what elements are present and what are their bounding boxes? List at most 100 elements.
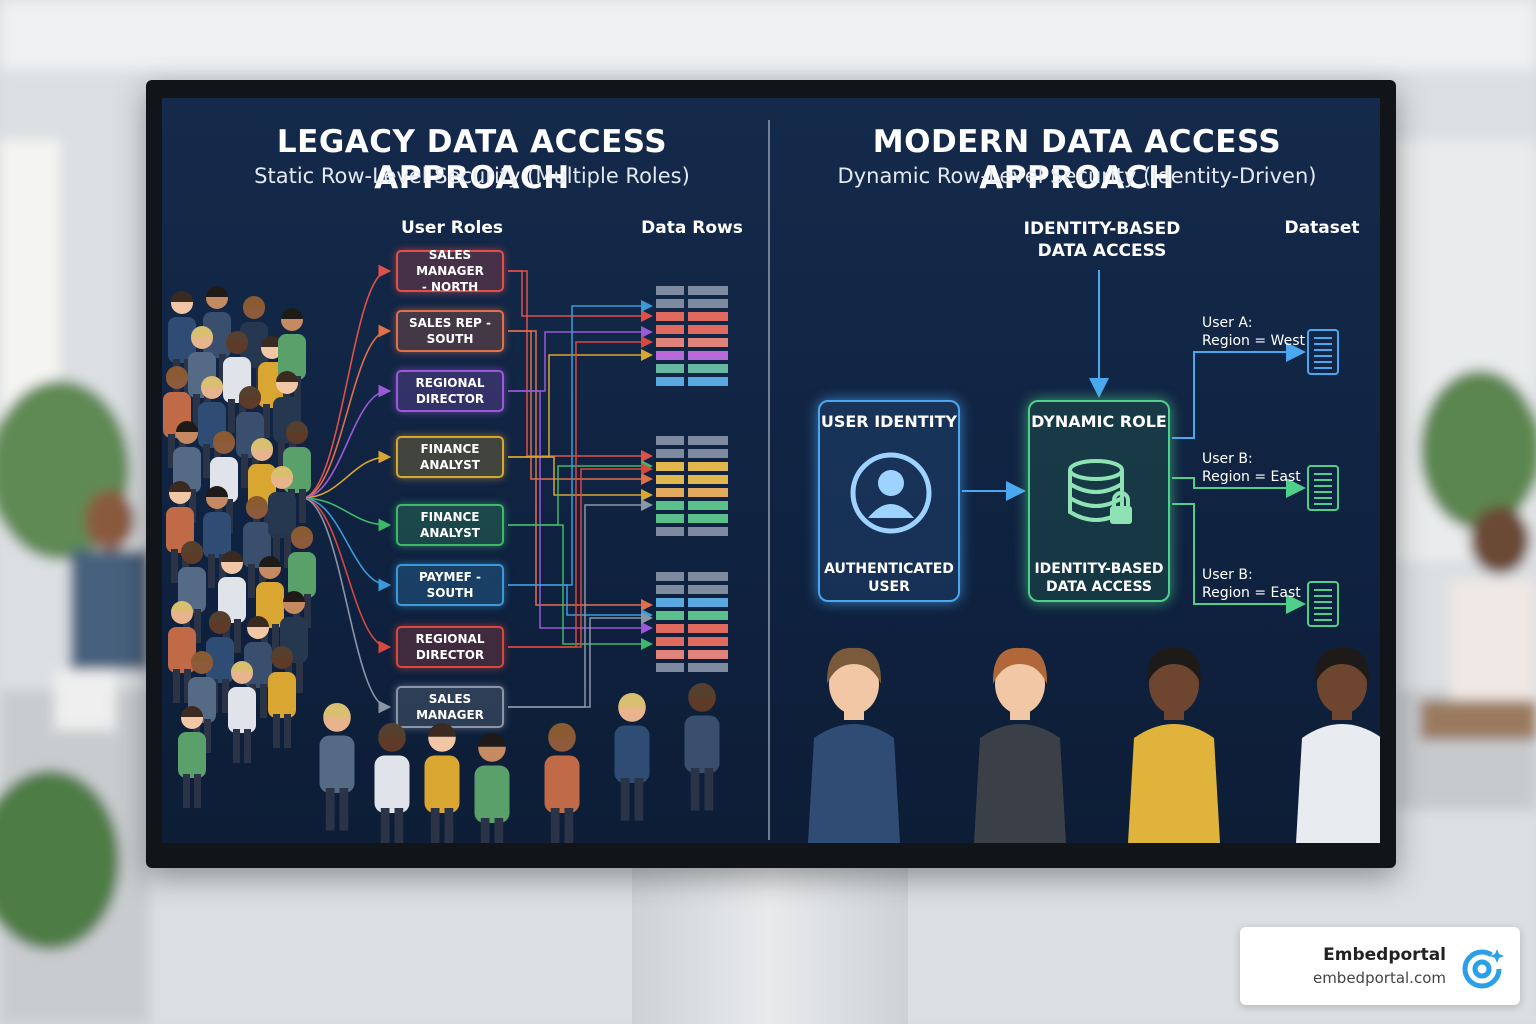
user-identity-panel: USER IDENTITY AUTHENTICATED USER <box>818 400 960 602</box>
identity-access-label: IDENTITY-BASED DATA ACCESS <box>1023 219 1181 261</box>
data-row-cell <box>688 351 728 360</box>
brand-url: embedportal.com <box>1312 969 1446 987</box>
dataset-user-label: User B: Region = East <box>1202 567 1301 601</box>
database-lock-icon <box>1068 459 1132 524</box>
role-box: REGIONAL DIRECTOR <box>396 626 504 668</box>
role-connector <box>301 497 392 654</box>
data-connector <box>508 300 653 586</box>
data-row-cell <box>656 514 684 523</box>
diagram-screen: LEGACY DATA ACCESS APPROACH Static Row-L… <box>162 98 1380 843</box>
foreground-person <box>474 733 510 843</box>
foreground-person <box>374 723 410 843</box>
document-icon <box>1307 581 1339 627</box>
brand-name: Embedportal <box>1323 945 1446 965</box>
dataset-arrow <box>1172 342 1306 439</box>
dataset-user-label: User A: Region = West <box>1202 315 1305 349</box>
identity-data-access-caption: IDENTITY-BASED DATA ACCESS <box>1034 561 1164 595</box>
data-connector <box>508 612 653 708</box>
center-divider <box>768 120 770 840</box>
data-row-cell <box>688 527 728 536</box>
document-icon <box>1307 329 1339 375</box>
crowd-person <box>243 496 271 598</box>
crowd-person <box>268 646 296 748</box>
data-row-cell <box>656 299 684 308</box>
data-connector <box>508 330 653 611</box>
data-row-cell <box>688 364 728 373</box>
foreground-person <box>684 683 720 811</box>
dataset-arrow <box>1172 503 1306 614</box>
data-row-cell <box>688 462 728 471</box>
authenticated-user-caption: AUTHENTICATED USER <box>824 561 954 595</box>
data-row-cell <box>688 449 728 458</box>
data-row-cell <box>688 624 728 633</box>
data-connector <box>508 270 653 462</box>
data-row-cell <box>656 351 684 360</box>
data-row-cell <box>688 377 728 386</box>
data-row-cell <box>688 611 728 620</box>
data-row-cell <box>656 286 684 295</box>
legacy-connections <box>301 264 728 714</box>
data-row-cell <box>656 325 684 334</box>
data-row-cell <box>688 663 728 672</box>
user-identity-title: USER IDENTITY <box>820 412 958 431</box>
dataset-header: Dataset <box>1284 218 1360 238</box>
data-row-cell <box>656 475 684 484</box>
data-row-cell <box>656 611 684 620</box>
legacy-title: LEGACY DATA ACCESS APPROACH <box>276 124 668 196</box>
crowd-person <box>256 556 284 658</box>
data-row-cell <box>656 436 684 445</box>
embedportal-badge[interactable]: Embedportal embedportal.com <box>1240 927 1520 1005</box>
featured-users-illustration <box>808 647 1380 843</box>
data-row-cell <box>656 338 684 347</box>
role-box: SALES MANAGER - NORTH <box>396 248 504 294</box>
data-row-cell <box>688 501 728 510</box>
data-row-cell <box>656 598 684 607</box>
data-row-cell <box>688 572 728 581</box>
user-avatar-icon <box>850 452 932 534</box>
display-monitor: LEGACY DATA ACCESS APPROACH Static Row-L… <box>146 80 1396 868</box>
dataset-arrow <box>1172 477 1306 498</box>
role-box: FINANCE ANALYST <box>396 436 504 478</box>
data-row-cell <box>688 286 728 295</box>
data-row-cell <box>656 572 684 581</box>
data-row-cell <box>656 377 684 386</box>
modern-connections <box>962 270 1339 627</box>
data-row-cell <box>688 436 728 445</box>
data-row-cell <box>656 488 684 497</box>
role-connector <box>301 324 392 499</box>
at-sign-logo-icon <box>1462 949 1504 989</box>
data-row-cell <box>656 637 684 646</box>
document-icon <box>1307 465 1339 511</box>
data-row-cell <box>656 663 684 672</box>
data-row-cell <box>688 299 728 308</box>
data-row-cell <box>688 585 728 594</box>
data-connector <box>508 326 653 392</box>
data-row-cell <box>656 624 684 633</box>
role-connector <box>301 497 392 532</box>
data-row-cell <box>688 598 728 607</box>
data-connector <box>508 463 653 648</box>
role-box: PAYMEF - SOUTH <box>396 564 504 606</box>
foreground-person <box>544 723 580 843</box>
modern-subtitle: Dynamic Row-Level Security (Identity-Dri… <box>837 164 1317 188</box>
data-row-cell <box>688 650 728 659</box>
data-row-cell <box>656 364 684 373</box>
data-row-cell <box>688 475 728 484</box>
foreground-person <box>319 703 355 831</box>
data-row-cell <box>688 514 728 523</box>
data-row-cell <box>688 312 728 321</box>
foreground-person <box>424 723 460 843</box>
featured-person <box>1128 647 1220 843</box>
dynamic-role-panel: DYNAMIC ROLE IDENTITY-BASED DATA ACCESS <box>1028 400 1170 602</box>
role-connector <box>301 497 392 592</box>
legacy-subtitle: Static Row-Level Security (Multiple Role… <box>254 164 690 188</box>
role-box: FINANCE ANALYST <box>396 504 504 546</box>
data-row-cell <box>688 338 728 347</box>
data-row-cell <box>656 585 684 594</box>
data-row-cell <box>656 650 684 659</box>
crowd-person <box>203 486 231 588</box>
data-row-cell <box>656 527 684 536</box>
role-connector <box>301 264 392 499</box>
featured-person <box>808 647 900 843</box>
role-connector <box>301 384 392 499</box>
